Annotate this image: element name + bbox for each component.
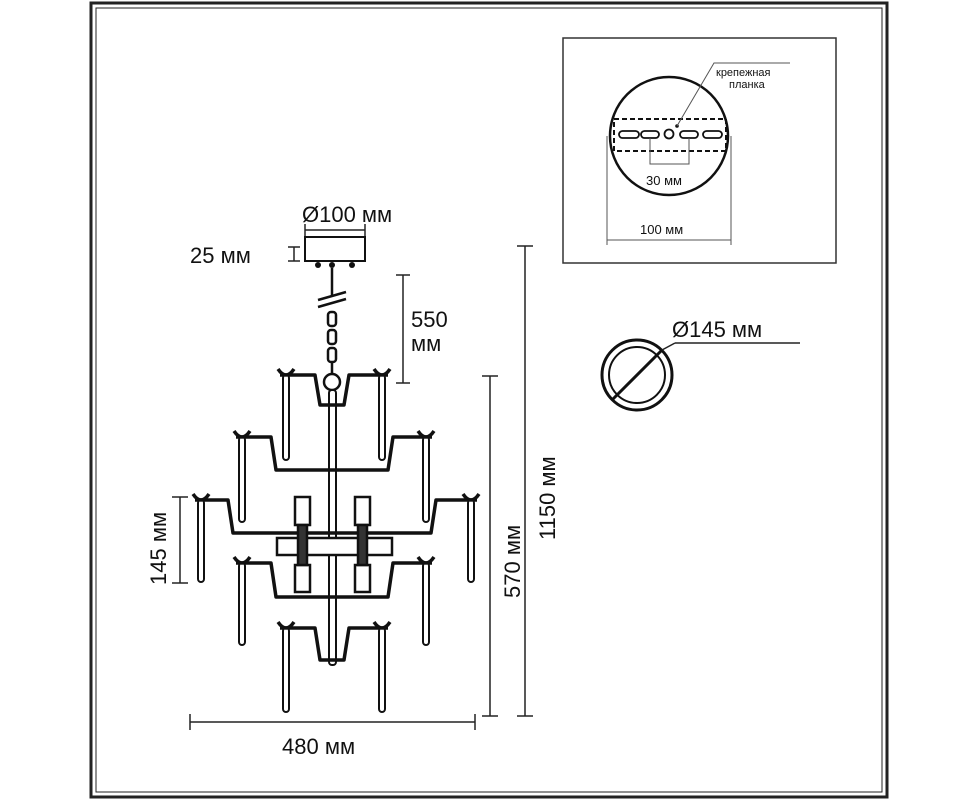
- dimension-chain-length: 550 мм: [396, 274, 448, 384]
- chain: [317, 268, 347, 392]
- inner-frame: [95, 7, 883, 793]
- mounting-plate-label-2: планка: [729, 79, 766, 91]
- outer-frame: [89, 1, 889, 799]
- tier-arm: [236, 435, 432, 472]
- tier-arm: [195, 498, 477, 535]
- rod-holder: [461, 492, 481, 502]
- rod-holder: [276, 367, 296, 377]
- crystal-rod: [422, 562, 430, 646]
- tier-height-label: 145 мм: [146, 512, 171, 585]
- dimension-canopy-diameter: Ø100 мм: [302, 202, 392, 236]
- rod-holder: [372, 367, 392, 377]
- canopy: [304, 236, 366, 268]
- dimension-canopy-height: 25 мм: [190, 243, 300, 268]
- crystal-rod: [282, 374, 290, 461]
- rod-holder: [232, 555, 252, 565]
- tier-arm: [280, 626, 388, 662]
- rod-holder: [191, 492, 211, 502]
- crystal-rod: [422, 436, 430, 523]
- rod-holder: [416, 429, 436, 439]
- rod-holder: [276, 620, 296, 630]
- dimension-body-height: 570 мм: [482, 375, 525, 717]
- plate-width-label: 100 мм: [640, 222, 683, 237]
- base-diameter-view: Ø145 мм: [600, 317, 800, 412]
- dimension-total-height: 1150 мм: [517, 245, 560, 717]
- chain-length-unit: мм: [411, 331, 441, 356]
- width-label: 480 мм: [282, 734, 355, 759]
- tiers: [191, 367, 481, 713]
- crystal-rod: [238, 562, 246, 646]
- rod-holder: [232, 429, 252, 439]
- rod-holder: [416, 555, 436, 565]
- crystal-rod: [378, 374, 386, 461]
- total-height-label: 1150 мм: [535, 456, 560, 540]
- tier-arm: [280, 373, 388, 407]
- dimension-tier-height: 145 мм: [146, 496, 188, 585]
- crystal-rod: [467, 499, 475, 583]
- canopy-diameter-label: Ø100 мм: [302, 202, 392, 227]
- base-diameter-label: Ø145 мм: [672, 317, 762, 342]
- crystal-rod: [197, 499, 205, 583]
- mounting-plate-inset: крепежная планка 30 мм 100 мм: [562, 37, 837, 264]
- rod-holder: [372, 620, 392, 630]
- dimension-width: 480 мм: [189, 714, 476, 759]
- chain-length-label: 550: [411, 307, 448, 332]
- canopy-height-label: 25 мм: [190, 243, 251, 268]
- crystal-rod: [378, 627, 386, 713]
- central-rod: [328, 389, 337, 666]
- body-height-label: 570 мм: [500, 525, 525, 598]
- tier-arm: [236, 561, 432, 599]
- crystal-rod: [238, 436, 246, 523]
- lamp-holders: [275, 495, 394, 594]
- hole-spacing-label: 30 мм: [646, 173, 682, 188]
- mounting-plate-label: крепежная: [716, 67, 771, 79]
- crystal-rod: [282, 627, 290, 713]
